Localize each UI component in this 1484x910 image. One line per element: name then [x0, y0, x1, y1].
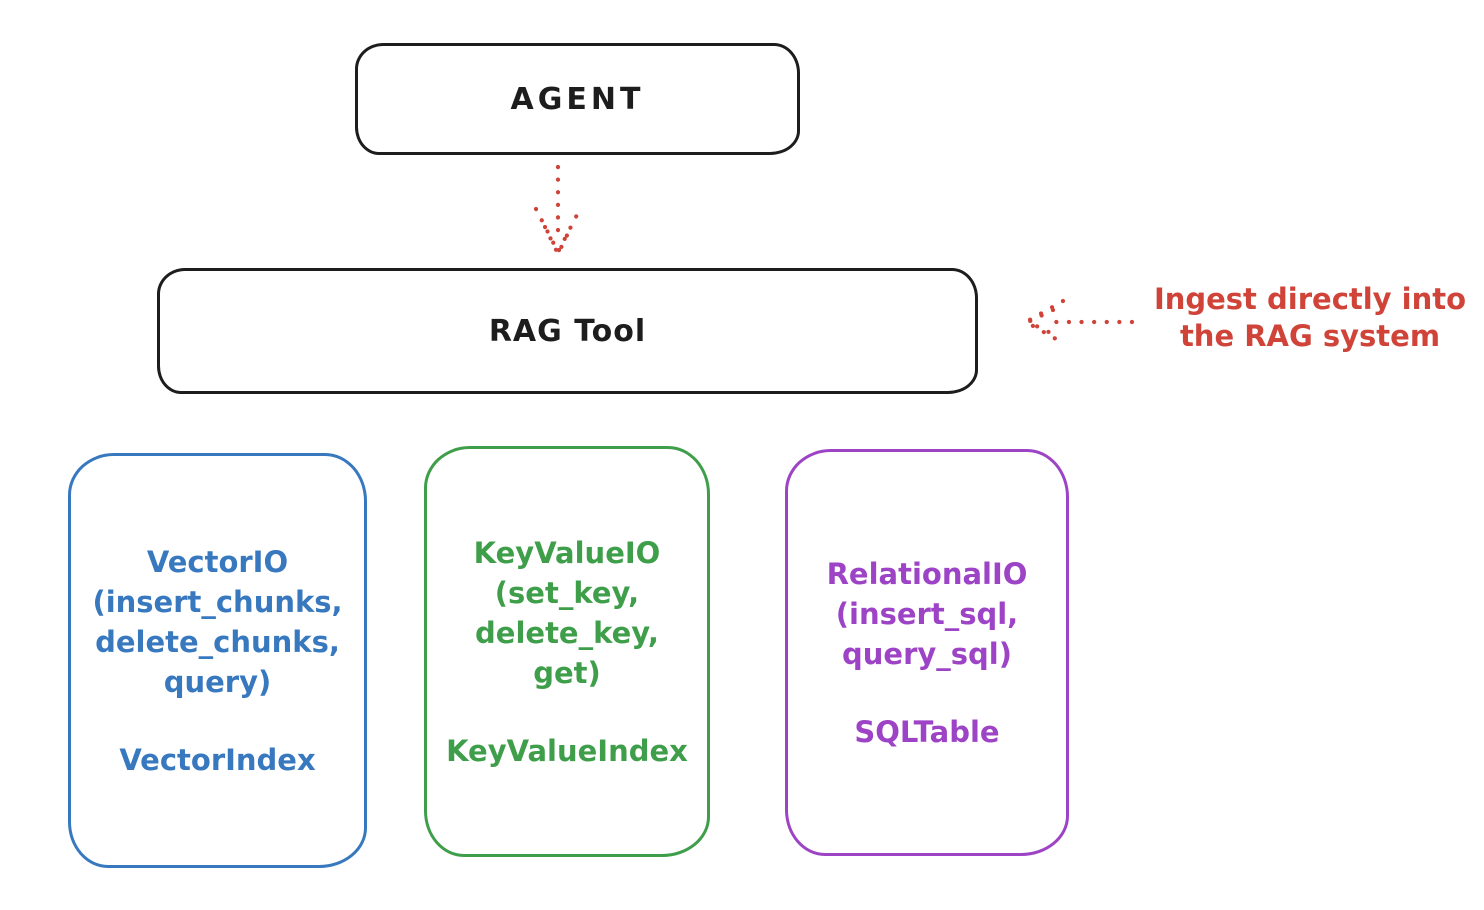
key-value-io-node: KeyValueIO (set_key, delete_key, get) Ke…: [424, 446, 710, 857]
arrow-head-outer: [1023, 298, 1066, 346]
vector-io-node: VectorIO (insert_chunks, delete_chunks, …: [68, 453, 367, 868]
agent-to-rag-tool-arrow: [533, 164, 583, 257]
relational-io-title: RelationalIO (insert_sql, query_sql): [827, 554, 1028, 674]
key-value-io-title: KeyValueIO (set_key, delete_key, get): [437, 533, 697, 693]
box-line: KeyValueIO: [473, 535, 661, 570]
box-line: query_sql): [842, 636, 1012, 671]
box-line: RelationalIO: [826, 556, 1028, 591]
box-line: (insert_sql,: [835, 596, 1019, 631]
agent-node: AGENT: [355, 43, 800, 155]
arrow-head-inner: [1025, 307, 1056, 337]
vector-io-title: VectorIO (insert_chunks, delete_chunks, …: [92, 542, 342, 702]
box-line: (insert_chunks,: [92, 584, 343, 619]
box-line: (set_key,: [494, 575, 640, 610]
annotation-line: the RAG system: [1179, 319, 1441, 353]
annotation-to-rag-tool-arrow: [1023, 298, 1135, 346]
arrow-head-outer: [533, 206, 583, 255]
box-line: VectorIO: [146, 544, 289, 579]
box-line: delete_key, get): [475, 615, 659, 690]
key-value-index-label: KeyValueIndex: [446, 733, 688, 768]
annotation-text: Ingest directly into the RAG system: [1140, 281, 1480, 355]
agent-label: AGENT: [510, 81, 645, 117]
vector-index-label: VectorIndex: [119, 742, 316, 777]
arrow-head-inner: [542, 224, 574, 257]
box-line: delete_chunks,: [95, 624, 340, 659]
annotation-line: Ingest directly into: [1153, 282, 1467, 316]
rag-tool-label: RAG Tool: [488, 313, 647, 349]
rag-tool-node: RAG Tool: [157, 268, 978, 394]
relational-io-node: RelationalIO (insert_sql, query_sql) SQL…: [785, 449, 1069, 856]
box-line: query): [163, 664, 272, 699]
sql-table-label: SQLTable: [854, 714, 1000, 749]
